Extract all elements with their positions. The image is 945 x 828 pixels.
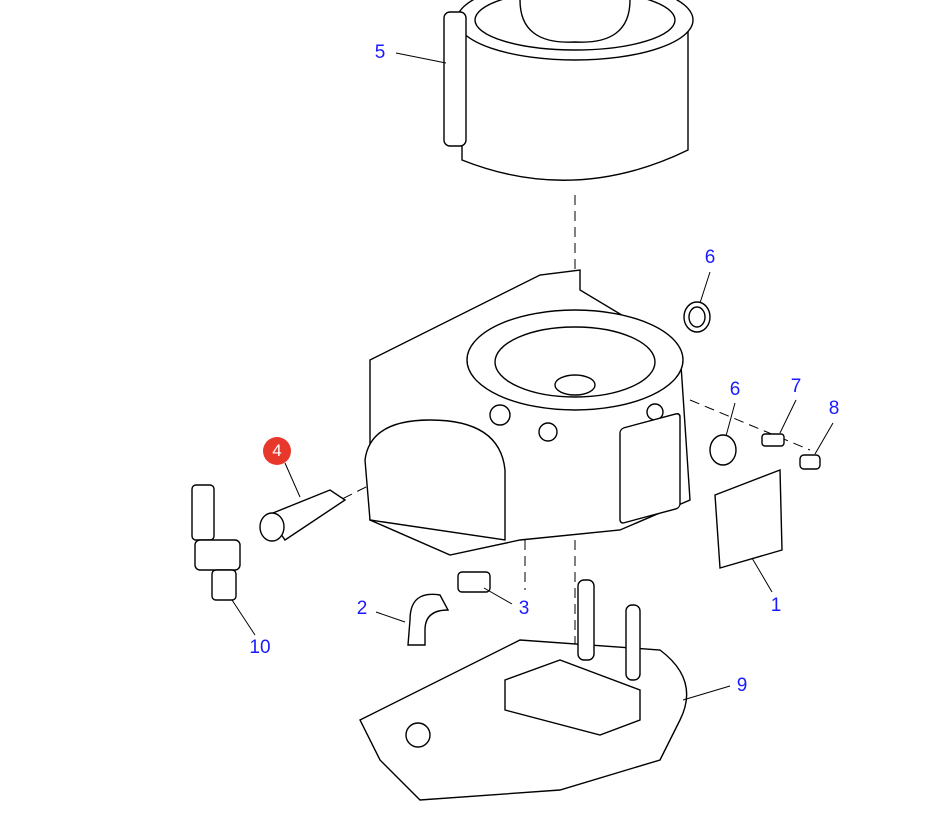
callout-6-lower[interactable]: 6	[729, 379, 741, 400]
callout-4-highlighted[interactable]: 4	[263, 437, 291, 465]
callout-9[interactable]: 9	[736, 675, 748, 696]
callout-2[interactable]: 2	[356, 598, 368, 619]
part-4-fitting	[259, 489, 347, 542]
part-5-reservoir	[443, 0, 694, 181]
housing	[364, 269, 691, 556]
part-9-base	[359, 579, 688, 801]
callout-1[interactable]: 1	[770, 595, 782, 616]
callout-3[interactable]: 3	[518, 598, 530, 619]
callout-10[interactable]: 10	[249, 637, 271, 658]
leader-lines	[231, 52, 834, 701]
part-10-tee	[191, 484, 241, 601]
callout-5[interactable]: 5	[374, 42, 386, 63]
callout-6-upper[interactable]: 6	[704, 247, 716, 268]
callout-8[interactable]: 8	[828, 398, 840, 419]
callout-7[interactable]: 7	[790, 376, 802, 397]
